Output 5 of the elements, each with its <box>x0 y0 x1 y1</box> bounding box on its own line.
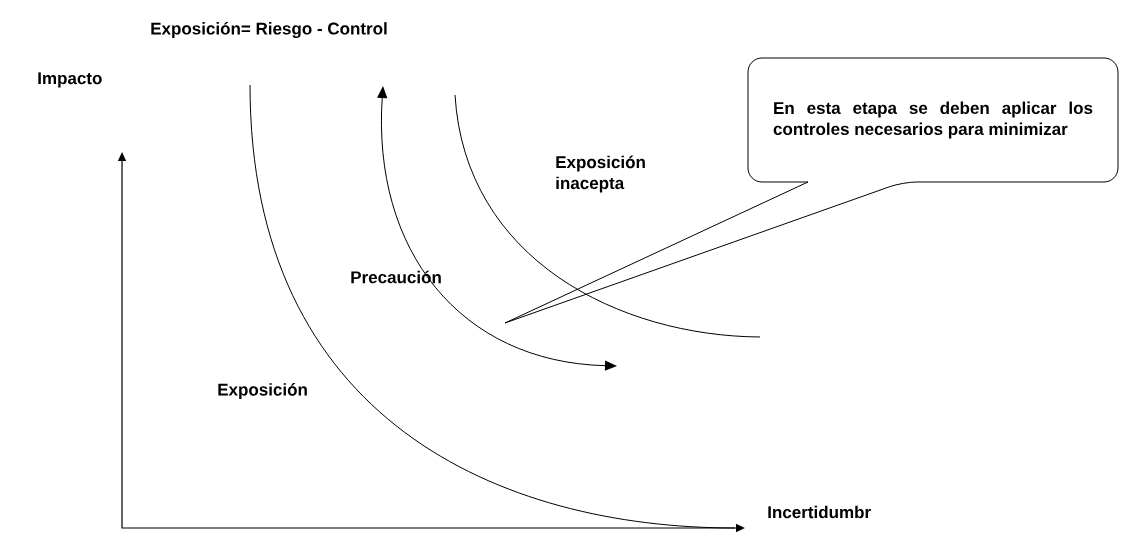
region-label: Exposición <box>218 383 307 399</box>
title: Exposición= Riesgo - Control <box>151 21 387 39</box>
axis-label: Incertidumbr <box>768 505 871 519</box>
axis-label: Impacto <box>38 72 102 88</box>
region-label: Exposición inacepta <box>556 155 645 193</box>
